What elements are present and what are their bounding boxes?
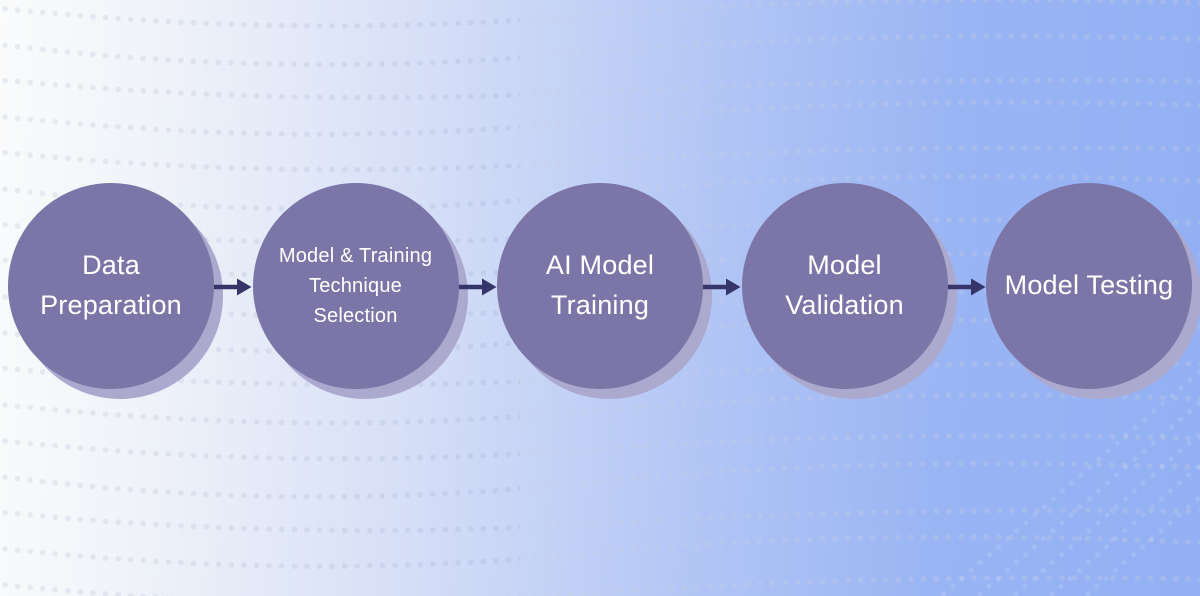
step-label-data-preparation: Data Preparation — [40, 250, 182, 320]
step-circle-model-training-technique-selection: Model & Training Technique Selection — [252, 183, 459, 389]
step-label-model-training-technique-selection: Model & Training Technique Selection — [278, 245, 433, 327]
arrow-right-icon — [214, 278, 252, 296]
step-label-model-testing: Model Testing — [1004, 270, 1174, 301]
arrow-right-icon — [703, 278, 741, 296]
step-circle-data-preparation: Data Preparation — [8, 183, 214, 389]
step-circle-ai-model-training: AI Model Training — [497, 183, 703, 389]
step-label-model-validation: Model Validation — [785, 250, 904, 320]
workflow-row: Data Preparation Model & Training Techni… — [8, 183, 1192, 389]
step-label-ai-model-training: AI Model Training — [545, 250, 655, 320]
step-circle-model-validation: Model Validation — [741, 183, 948, 389]
step-circle-model-testing: Model Testing — [986, 183, 1192, 389]
arrow-right-icon — [947, 278, 986, 296]
arrow-right-icon — [458, 278, 497, 296]
